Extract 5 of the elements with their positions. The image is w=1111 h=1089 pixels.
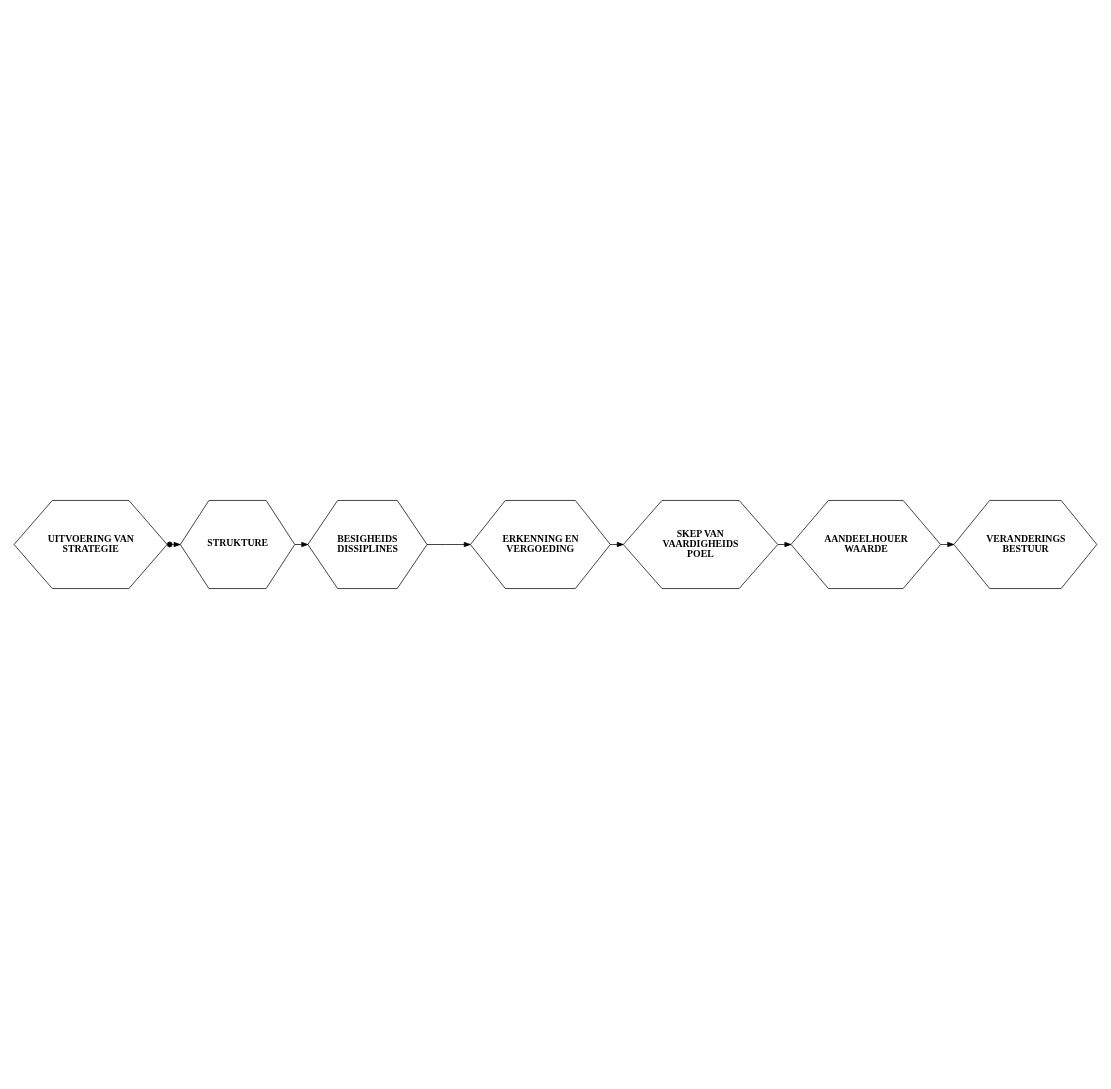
arrow: [940, 542, 955, 547]
arrow: [426, 542, 471, 547]
arrow: [777, 542, 792, 547]
arrow: [610, 542, 624, 547]
arrow: [294, 542, 309, 547]
